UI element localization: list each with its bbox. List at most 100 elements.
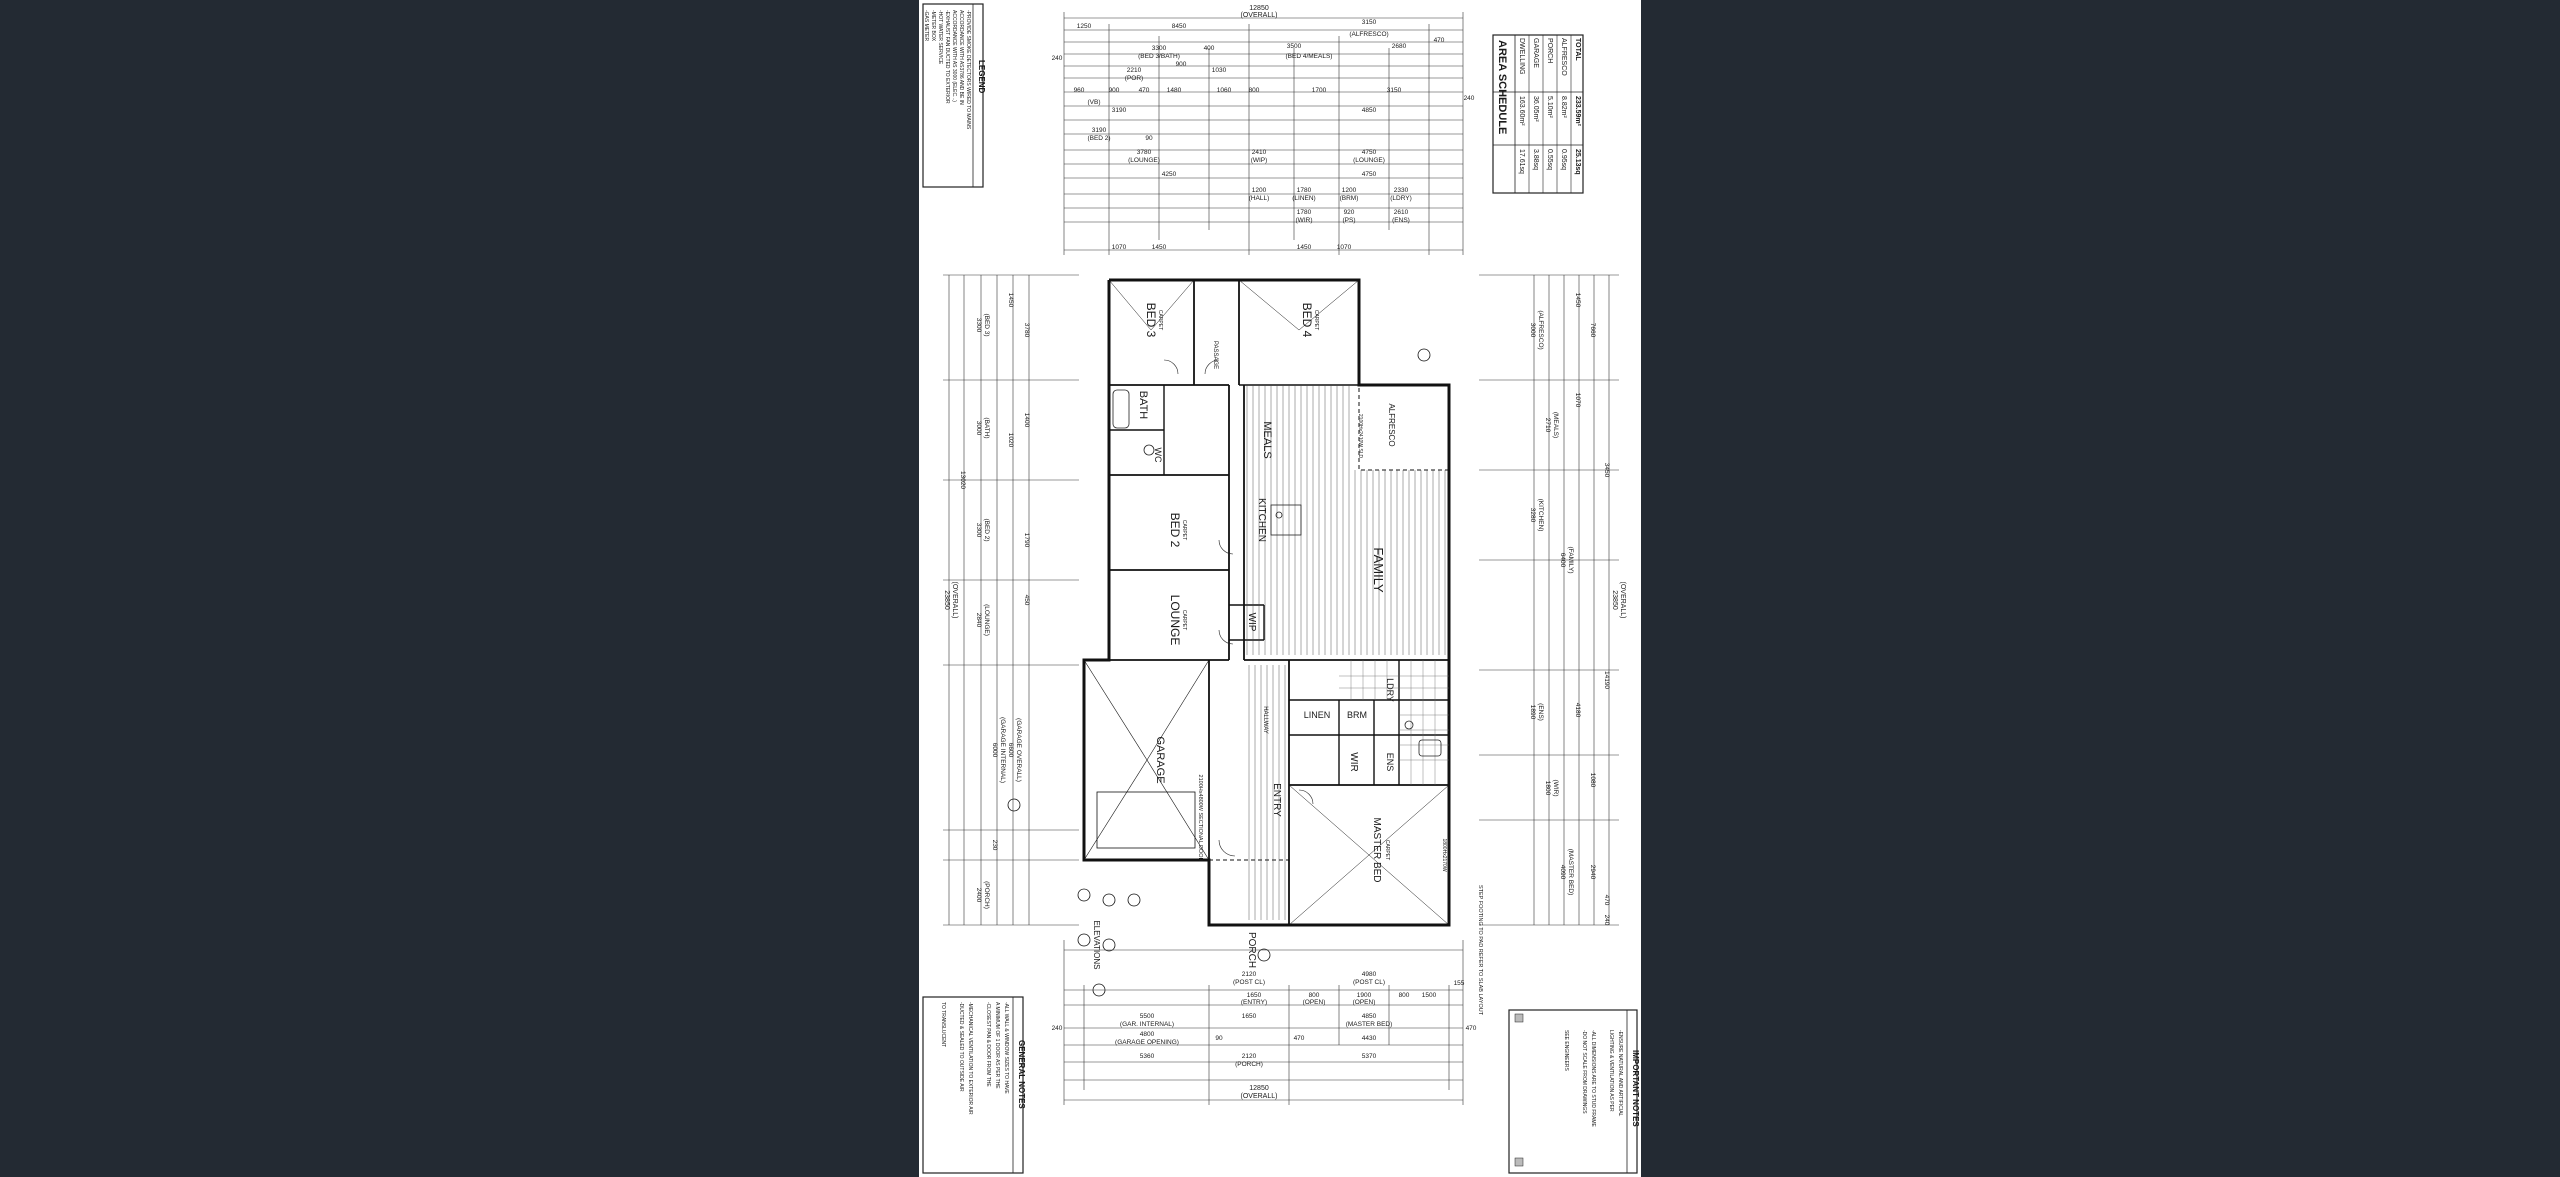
- dim-overall-bottom: 12850: [1249, 1085, 1269, 1092]
- dim: (POR): [1125, 75, 1143, 82]
- room-label-ens: ENS: [1385, 753, 1395, 772]
- dim: 1450: [1007, 293, 1014, 308]
- dim: 4090: [1559, 865, 1566, 880]
- dim: 4750: [1362, 171, 1377, 178]
- dim: 2610: [1394, 209, 1409, 216]
- legend-line: ACCORDANCE WITH AS3786 AND BE IN: [958, 10, 964, 105]
- dim: 240: [1052, 55, 1063, 62]
- dim: 3000: [1529, 323, 1536, 338]
- area-row-label: GARAGE: [1532, 38, 1539, 68]
- sink-fixture: [1275, 511, 1283, 519]
- dim: (POST CL): [1233, 979, 1265, 986]
- elevation-marker: [1417, 348, 1431, 362]
- room-label-meals: MEALS: [1261, 421, 1273, 458]
- room-label-wip: WIP: [1246, 613, 1257, 632]
- dim: 90: [1215, 1035, 1223, 1042]
- dim: 2940: [1589, 865, 1596, 880]
- dim: 1070: [1574, 393, 1581, 408]
- bathtub-fixture: [1112, 389, 1130, 429]
- dim: 800: [1249, 87, 1260, 94]
- dim: 8450: [1172, 23, 1187, 30]
- bottom-dimension-text: 2120 (POST CL) 4980 (POST CL) 1650 (ENTR…: [1052, 971, 1477, 1100]
- dim: 5370: [1362, 1053, 1377, 1060]
- dim: 3150: [1387, 87, 1402, 94]
- dim: 3300: [1152, 45, 1167, 52]
- room-label-brm: BRM: [1347, 710, 1367, 720]
- dim: (ALFRESCO): [1349, 31, 1388, 38]
- area-row-sq: 17.61sq: [1518, 149, 1525, 174]
- dim: (OPEN): [1303, 999, 1326, 1006]
- dim: (WIR): [1552, 780, 1559, 797]
- dim: 4750: [1362, 149, 1377, 156]
- dim: 1780: [1297, 187, 1312, 194]
- note-line: -ALL DIMENSIONS ARE TO STUD FRAME: [1590, 1030, 1596, 1128]
- legend-line: -METER BOX: [930, 10, 936, 42]
- note-line: TO TRANSLUCENT: [940, 1002, 946, 1047]
- room-label-ldry: LDRY: [1385, 678, 1395, 702]
- dim: 470: [1434, 37, 1445, 44]
- dim: 470: [1466, 1025, 1477, 1032]
- room-label-bath: BATH: [1137, 391, 1149, 420]
- room-label-bed2: BED 2: [1168, 513, 1182, 548]
- dim-overall-label-bottom: (OVERALL): [1241, 1093, 1278, 1100]
- note-line: SEE ENGINEERS: [1563, 1030, 1569, 1072]
- dim: (ENS): [1537, 703, 1544, 721]
- top-dimension-strings: [1063, 12, 1464, 255]
- note-swatch: [1514, 1157, 1524, 1167]
- dim-overall-right: 23850: [1611, 590, 1618, 610]
- dim: 1480: [1167, 87, 1182, 94]
- dim: 1060: [1217, 87, 1232, 94]
- dim: 960: [1074, 87, 1085, 94]
- area-row-label: TOTAL: [1574, 38, 1581, 61]
- dim: 1780: [1297, 209, 1312, 216]
- elevation-markers: [1007, 348, 1431, 997]
- room-label-entry: ENTRY: [1271, 783, 1282, 817]
- elevations-label: ELEVATIONS: [1092, 920, 1101, 969]
- floor-plan-drawing: LEGEND -PROVIDE SMOKE DETECTORS WIRED TO…: [922, 3, 1640, 1174]
- dim: 6600: [1007, 743, 1014, 758]
- elevation-marker: [1257, 948, 1271, 962]
- toilet-fixture: [1143, 444, 1155, 456]
- floor-finish: CARPET: [1384, 840, 1390, 860]
- dim: 3190: [1092, 127, 1107, 134]
- dim: 6400: [1559, 553, 1566, 568]
- dim: 800: [1399, 992, 1410, 999]
- area-row-m2: 8.82m²: [1560, 96, 1567, 118]
- elevation-marker: [1007, 798, 1021, 812]
- dim: 2120: [1242, 971, 1257, 978]
- dim: (BRM): [1340, 195, 1359, 202]
- room-labels: BED 3 CARPET BED 4 CARPET PASSAGE BATH W…: [1137, 303, 1483, 1016]
- dim: (BED 2): [983, 518, 990, 541]
- dim: (HALL): [1249, 195, 1270, 202]
- dim: 3500: [1287, 43, 1302, 50]
- dim: 1650: [1242, 1013, 1257, 1020]
- dim: 1070: [1337, 244, 1352, 251]
- dim: 3450: [1603, 463, 1610, 478]
- dim: (VB): [1088, 99, 1101, 106]
- dim: (GAR. INTERNAL): [1120, 1021, 1174, 1028]
- legend-box: LEGEND -PROVIDE SMOKE DETECTORS WIRED TO…: [922, 3, 986, 188]
- dim: 3150: [1362, 19, 1377, 26]
- dim: (GARAGE INTERNAL): [999, 717, 1006, 783]
- dim-overall-top: 12850: [1249, 5, 1269, 12]
- area-row-m2: 5.10m²: [1546, 96, 1553, 118]
- dim: 1700: [1312, 87, 1327, 94]
- dim: 3780: [1023, 323, 1030, 338]
- dim-overall-left: 23850: [943, 590, 950, 610]
- legend-line: -PROVIDE SMOKE DETECTORS WIRED TO MAINS: [965, 10, 971, 130]
- note-line: -DUCTED & SEALED TO OUTSIDE AIR: [958, 1002, 964, 1092]
- note-line: -DO NOT SCALE FROM DRAWINGS: [1581, 1030, 1587, 1114]
- ens-toilet-fixture: [1404, 720, 1414, 730]
- dim: 470: [1139, 87, 1150, 94]
- dim: 1400: [1023, 413, 1030, 428]
- area-row-sq: 25.13sq: [1574, 149, 1581, 175]
- note-line: -CLOSEST PAN & DOOR FROM THE: [985, 1002, 991, 1087]
- dim: 3780: [1137, 149, 1152, 156]
- legend-line: -HOT WATER SERVICE: [937, 10, 943, 65]
- dim: 2840: [975, 613, 982, 628]
- dim: 5360: [1140, 1053, 1155, 1060]
- area-row-label: PORCH: [1546, 38, 1553, 63]
- dim: (MEALS): [1552, 412, 1559, 438]
- important-notes-box: IMPORTANT NOTES -ENSURE NATURAL AND ARTI…: [1508, 1009, 1640, 1174]
- note-line: -ENSURE NATURAL AND ARTIFICIAL: [1617, 1030, 1623, 1117]
